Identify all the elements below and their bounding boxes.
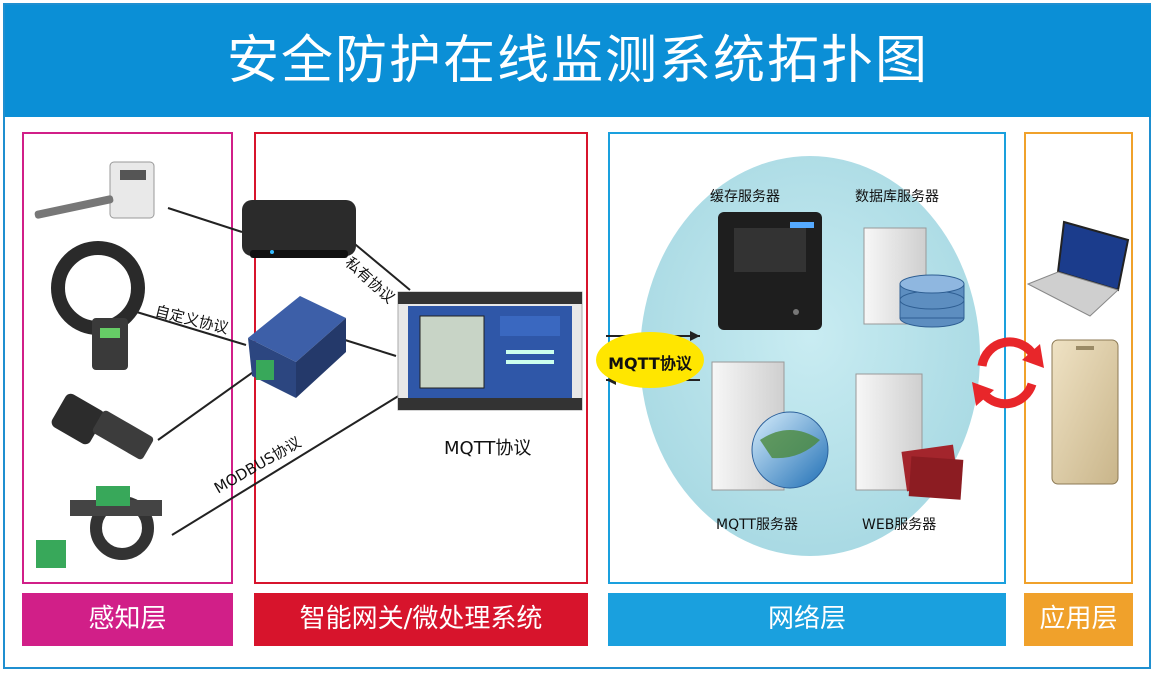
laptop-icon (1026, 220, 1130, 317)
protocol-converter-icon (248, 296, 346, 398)
gateway-box-icon (242, 200, 356, 258)
cache-server-icon (718, 212, 822, 330)
mqtt-protocol-badge (596, 332, 704, 388)
web-server-label: WEB服务器 (862, 517, 937, 533)
mqtt-server-label: MQTT服务器 (716, 517, 798, 533)
perception-layer-panel (22, 132, 233, 584)
cache-server-label: 缓存服务器 (710, 189, 780, 205)
network-layer-label: 网络层 (608, 593, 1006, 646)
cylinder-sensor-icon (51, 393, 154, 460)
connection-lines (129, 207, 411, 536)
mqtt-server-icon (711, 361, 829, 491)
mqtt-gateway-device-icon (397, 291, 583, 411)
sync-arrow-head-bottom (972, 382, 994, 406)
application-layer-label: 应用层 (1024, 593, 1133, 646)
smartphone-icon (1051, 339, 1119, 485)
database-server-icon (863, 227, 965, 328)
perception-layer-label: 感知层 (22, 593, 233, 646)
web-server-icon (855, 373, 964, 500)
gateway-mqtt-protocol-label: MQTT协议 (444, 438, 532, 459)
current-transformer-icon (36, 486, 162, 568)
sync-arrow-head-top (1022, 344, 1044, 368)
database-server-label: 数据库服务器 (855, 189, 939, 205)
temperature-humidity-sensor-icon (34, 161, 155, 219)
mqtt-link-protocol-label: MQTT协议 (608, 354, 692, 373)
current-clamp-sensor-icon (51, 241, 145, 370)
title-bar: 安全防护在线监测系统拓扑图 (5, 5, 1151, 117)
gateway-layer-label: 智能网关/微处理系统 (254, 593, 588, 646)
sync-arrows-icon (977, 337, 1038, 409)
diagram-title: 安全防护在线监测系统拓扑图 (226, 31, 929, 91)
